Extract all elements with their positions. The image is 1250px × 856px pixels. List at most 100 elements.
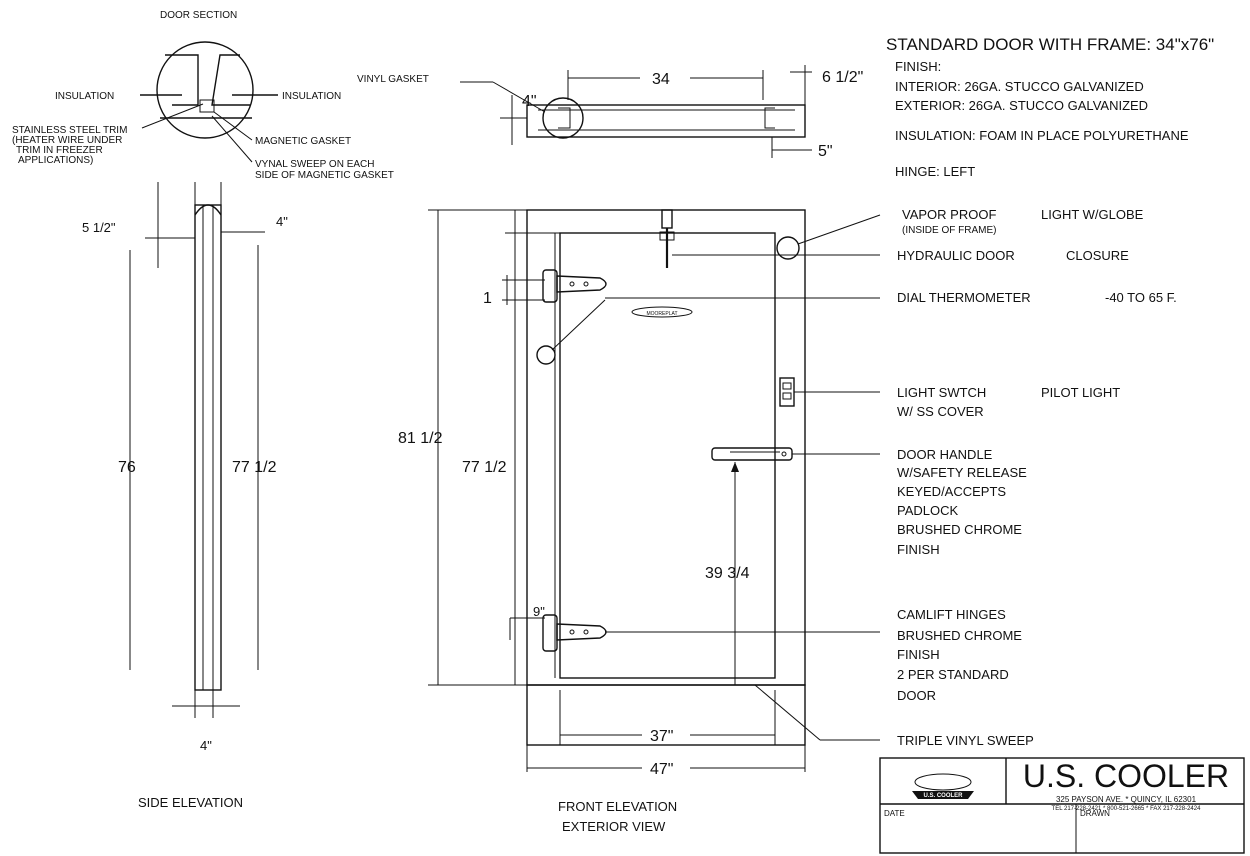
dim-overall-height: 81 1/2 bbox=[398, 430, 443, 447]
company-logo: U.S. COOLER bbox=[912, 773, 974, 799]
callout-labels: VAPOR PROOF LIGHT W/GLOBE (INSIDE OF FRA… bbox=[897, 207, 1177, 748]
leader-vapor bbox=[797, 214, 881, 245]
side-dim-height-right: 77 1/2 bbox=[232, 459, 277, 476]
insulation-left-label: INSULATION bbox=[55, 91, 114, 102]
trim-label-2: (HEATER WIRE UNDER bbox=[12, 135, 122, 146]
dim-overall-width: 47" bbox=[650, 761, 673, 778]
company-name: U.S. COOLER bbox=[1023, 758, 1229, 794]
callout-handle-6: FINISH bbox=[897, 542, 940, 557]
callout-hinges-5: DOOR bbox=[897, 688, 936, 703]
door-handle-bar bbox=[711, 447, 793, 461]
bottom-hinge-screw-2 bbox=[583, 629, 589, 635]
callout-thermo-b: -40 TO 65 F. bbox=[1105, 290, 1177, 305]
spec-heading: STANDARD DOOR WITH FRAME: 34"x76" bbox=[886, 35, 1214, 54]
front-elevation-title-2: EXTERIOR VIEW bbox=[562, 819, 666, 834]
plan-right-gasket bbox=[764, 107, 775, 129]
callout-handle-5: BRUSHED CHROME bbox=[897, 522, 1022, 537]
door-section-title: DOOR SECTION bbox=[160, 10, 237, 21]
logo-text: U.S. COOLER bbox=[923, 793, 963, 799]
callout-vapor-c: (INSIDE OF FRAME) bbox=[902, 225, 996, 236]
top-hinge-leaf bbox=[556, 275, 607, 293]
bottom-hinge bbox=[542, 614, 607, 652]
callout-switch-b: PILOT LIGHT bbox=[1041, 385, 1120, 400]
plan-detail-circle bbox=[542, 97, 584, 139]
plan-left-gasket bbox=[558, 107, 571, 129]
trim-label-1: STAINLESS STEEL TRIM bbox=[12, 125, 127, 136]
spec-finish: FINISH: bbox=[895, 59, 941, 74]
callout-handle-3: KEYED/ACCEPTS bbox=[897, 484, 1006, 499]
leader-magnetic-gasket bbox=[213, 111, 253, 141]
front-elevation-title-1: FRONT ELEVATION bbox=[558, 799, 677, 814]
plan-dim-width: 34 bbox=[652, 71, 670, 88]
spec-hinge: HINGE: LEFT bbox=[895, 164, 975, 179]
side-dim-top-left: 5 1/2" bbox=[82, 220, 116, 235]
dim-door-height: 77 1/2 bbox=[462, 459, 507, 476]
leader-vinyl-gasket-b bbox=[492, 81, 546, 113]
logo-dome bbox=[914, 773, 972, 791]
door-panel bbox=[559, 232, 776, 679]
dim-hinge-top: 1 bbox=[483, 290, 492, 307]
sweep-label-1: VYNAL SWEEP ON EACH bbox=[255, 159, 374, 170]
callout-switch-a: LIGHT SWTCH bbox=[897, 385, 986, 400]
plan-dim-depth: 6 1/2" bbox=[822, 69, 863, 86]
vinyl-gasket-label: VINYL GASKET bbox=[357, 74, 429, 85]
side-dim-bottom: 4" bbox=[200, 738, 212, 753]
door-logo-text: MOOREPLAT bbox=[646, 311, 677, 317]
side-dim-height-left: 76 bbox=[118, 459, 136, 476]
leader-sweep bbox=[211, 115, 253, 163]
plan-dim-right: 5" bbox=[818, 143, 833, 160]
sweep-band bbox=[526, 684, 806, 746]
pilot-light bbox=[782, 392, 792, 400]
door-logo bbox=[631, 306, 693, 318]
magnetic-gasket-shape bbox=[199, 99, 215, 113]
top-hinge bbox=[542, 269, 607, 303]
side-door-top-cap bbox=[194, 204, 222, 216]
plan-dim-left: 4" bbox=[522, 93, 537, 110]
closure-block bbox=[659, 231, 675, 241]
spec-interior: INTERIOR: 26GA. STUCCO GALVANIZED bbox=[895, 79, 1144, 94]
side-dim-top-right: 4" bbox=[276, 214, 288, 229]
logo-banner bbox=[912, 791, 974, 799]
bottom-hinge-leaf bbox=[556, 623, 607, 641]
closure-body bbox=[661, 209, 673, 229]
side-elevation-title: SIDE ELEVATION bbox=[138, 795, 243, 810]
callout-closure-a: HYDRAULIC DOOR bbox=[897, 248, 1015, 263]
insulation-right-label: INSULATION bbox=[282, 91, 341, 102]
dim-door-width: 37" bbox=[650, 728, 673, 745]
callout-closure-b: CLOSURE bbox=[1066, 248, 1129, 263]
callout-vapor-a: VAPOR PROOF bbox=[902, 207, 996, 222]
title-block-frame bbox=[879, 757, 1245, 854]
callout-thermo-a: DIAL THERMOMETER bbox=[897, 290, 1031, 305]
drawn-label: DRAWN bbox=[1080, 809, 1110, 818]
company-address: 325 PAYSON AVE. * QUINCY, IL 62301 bbox=[1056, 795, 1197, 804]
company-phones: TEL 217-228-2421 * 800-521-2665 * FAX 21… bbox=[1052, 806, 1202, 812]
title-block: U.S. COOLER U.S. COOLER 325 PAYSON AVE. … bbox=[879, 757, 1245, 854]
plan-door-body bbox=[526, 104, 806, 138]
callout-handle-4: PADLOCK bbox=[897, 503, 958, 518]
callout-sweep: TRIPLE VINYL SWEEP bbox=[897, 733, 1034, 748]
dim-handle: 39 3/4 bbox=[705, 565, 750, 582]
thermometer-leader bbox=[551, 299, 606, 351]
callout-hinges-4: 2 PER STANDARD bbox=[897, 667, 1009, 682]
sweep-label-2: SIDE OF MAGNETIC GASKET bbox=[255, 170, 394, 181]
specifications: STANDARD DOOR WITH FRAME: 34"x76" FINISH… bbox=[886, 35, 1214, 179]
dim-handle-arrow bbox=[731, 462, 739, 472]
leader-sweep-a bbox=[754, 684, 821, 741]
plan-view: 34 6 1/2" 4" 5" bbox=[460, 65, 863, 160]
vapor-light bbox=[776, 236, 800, 260]
door-handle-lock bbox=[781, 451, 787, 457]
door-section-detail: DOOR SECTION INSULATION INSULATION VINYL… bbox=[12, 10, 429, 181]
dim-hinge-bottom: 9" bbox=[533, 604, 545, 619]
callout-hinges-2: BRUSHED CHROME bbox=[897, 628, 1022, 643]
light-switch-toggle bbox=[782, 382, 792, 390]
callout-hinges-1: CAMLIFT HINGES bbox=[897, 607, 1006, 622]
callout-handle-1: DOOR HANDLE bbox=[897, 447, 993, 462]
section-detail-circle bbox=[156, 41, 254, 139]
light-switch bbox=[779, 377, 795, 407]
callout-vapor-b: LIGHT W/GLOBE bbox=[1041, 207, 1144, 222]
callout-hinges-3: FINISH bbox=[897, 647, 940, 662]
side-elevation: 5 1/2" 4" 76 77 1/2 4" SIDE ELEVATION bbox=[82, 182, 288, 810]
spec-insulation: INSULATION: FOAM IN PLACE POLYURETHANE bbox=[895, 128, 1189, 143]
trim-label-4: APPLICATIONS) bbox=[18, 155, 93, 166]
